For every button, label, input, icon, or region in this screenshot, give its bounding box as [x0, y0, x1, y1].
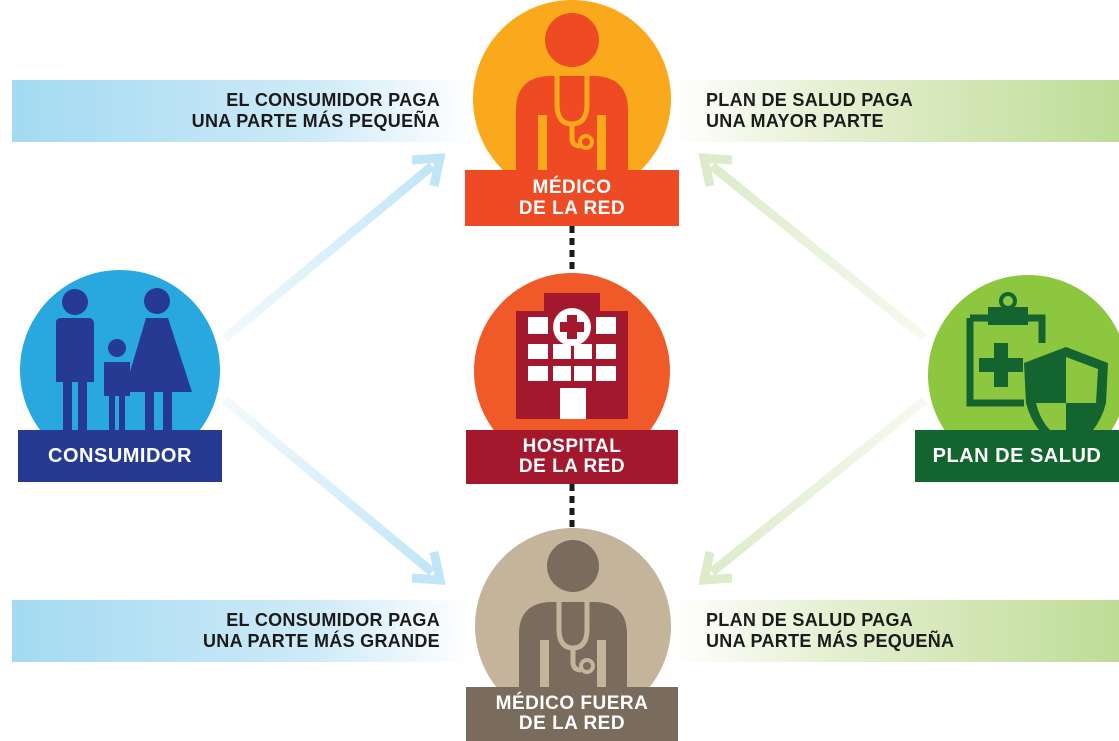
hospital-icon: [516, 293, 628, 419]
label-line-2: DE LA RED: [518, 456, 626, 477]
doctor-out-of-network-label: MÉDICO FUERA DE LA RED: [466, 687, 678, 741]
doctor-icon: [516, 13, 628, 198]
band-consumer-pays-smaller: EL CONSUMIDOR PAGA UNA PARTE MÁS PEQUEÑA: [12, 80, 470, 142]
arrow-consumer-to-doctor-out: [222, 396, 446, 585]
band-line-2: UNA PARTE MÁS PEQUEÑA: [706, 631, 955, 651]
label-line-2: DE LA RED: [518, 713, 626, 734]
band-line-1: PLAN DE SALUD PAGA: [706, 610, 914, 630]
label-line-1: MÉDICO: [532, 177, 612, 198]
band-plan-pays-smaller: PLAN DE SALUD PAGA UNA PARTE MÁS PEQUEÑA: [670, 600, 1119, 662]
hospital-label: HOSPITAL DE LA RED: [466, 430, 678, 484]
band-line-2: UNA PARTE MÁS PEQUEÑA: [191, 111, 440, 131]
band-consumer-pays-larger: EL CONSUMIDOR PAGA UNA PARTE MÁS GRANDE: [12, 600, 470, 662]
doctor-in-network-node: [473, 0, 671, 198]
consumer-label: CONSUMIDOR: [18, 430, 222, 482]
label-line-2: DE LA RED: [518, 198, 626, 219]
arrow-plan-to-doctor-in: [698, 153, 928, 342]
band-line-2: UNA PARTE MÁS GRANDE: [202, 631, 440, 651]
label-text: PLAN DE SALUD: [932, 444, 1102, 467]
band-line-2: UNA MAYOR PARTE: [706, 111, 884, 131]
label-line-1: HOSPITAL: [522, 436, 622, 457]
arrow-consumer-to-doctor-in: [222, 153, 446, 342]
label-text: CONSUMIDOR: [48, 444, 192, 467]
band-plan-pays-larger: PLAN DE SALUD PAGA UNA MAYOR PARTE: [670, 80, 1119, 142]
clipboard-shield-icon: [966, 292, 1108, 453]
family-icon: [56, 288, 192, 430]
band-line-1: PLAN DE SALUD PAGA: [706, 90, 914, 110]
health-plan-label: PLAN DE SALUD: [915, 430, 1119, 482]
label-line-1: MÉDICO FUERA: [495, 693, 649, 714]
arrow-plan-to-doctor-out: [698, 396, 928, 585]
band-line-1: EL CONSUMIDOR PAGA: [226, 610, 440, 630]
doctor-in-network-label: MÉDICO DE LA RED: [465, 170, 679, 226]
band-line-1: EL CONSUMIDOR PAGA: [226, 90, 440, 110]
